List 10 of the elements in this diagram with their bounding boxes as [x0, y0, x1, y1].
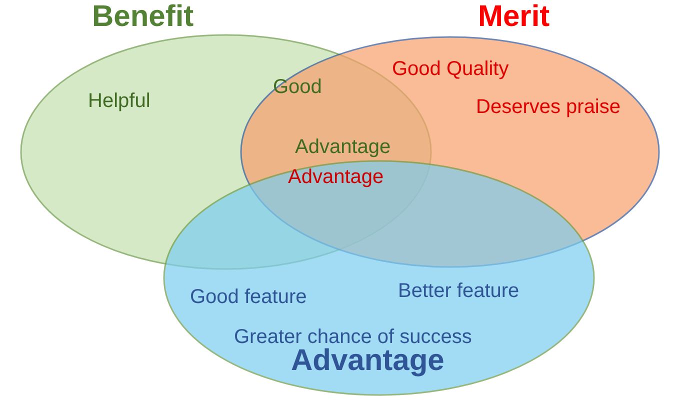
set-title: Benefit — [92, 0, 194, 34]
set-title: Merit — [478, 0, 550, 34]
region-label: Advantage — [288, 166, 384, 189]
region-label: Better feature — [398, 280, 520, 303]
region-label: Advantage — [295, 136, 391, 159]
region-label: Good feature — [190, 286, 307, 309]
region-label: Good — [273, 76, 322, 99]
region-label: Helpful — [88, 90, 150, 113]
region-label: Deserves praise — [476, 96, 621, 119]
region-label: Good Quality — [392, 58, 509, 81]
